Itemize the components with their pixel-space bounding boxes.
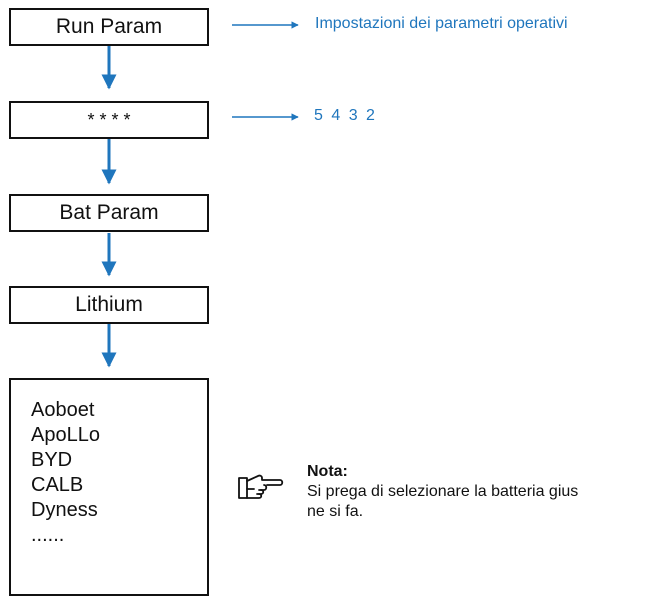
run-param-label: Run Param	[55, 15, 163, 38]
list-item: Dyness	[31, 499, 98, 521]
password-label: * * * *	[87, 109, 131, 130]
list-item: ......	[31, 524, 65, 546]
password-value: 5 4 3 2	[314, 107, 375, 124]
bat-param-label: Bat Param	[59, 201, 159, 224]
bat-param-box: Bat Param	[9, 194, 209, 232]
battery-brand-list: Aoboet ApoLLo BYD CALB Dyness ......	[9, 378, 209, 596]
note: Nota: Si prega di selezionare la batteri…	[307, 462, 578, 522]
list-item: Aoboet	[31, 399, 95, 421]
lithium-label: Lithium	[75, 293, 143, 316]
note-title: Nota:	[307, 463, 348, 480]
run-param-box: Run Param	[9, 8, 209, 46]
list-item: CALB	[31, 474, 84, 496]
lithium-box: Lithium	[9, 286, 209, 324]
run-param-description: Impostazioni dei parametri operativi	[315, 15, 568, 32]
list-item: BYD	[31, 449, 73, 471]
pointing-hand-icon	[238, 474, 284, 499]
list-item: ApoLLo	[31, 424, 100, 446]
note-line-2: ne si fa.	[307, 503, 364, 520]
password-box: * * * *	[9, 101, 209, 139]
note-line-1: Si prega di selezionare la batteria gius	[307, 483, 579, 500]
